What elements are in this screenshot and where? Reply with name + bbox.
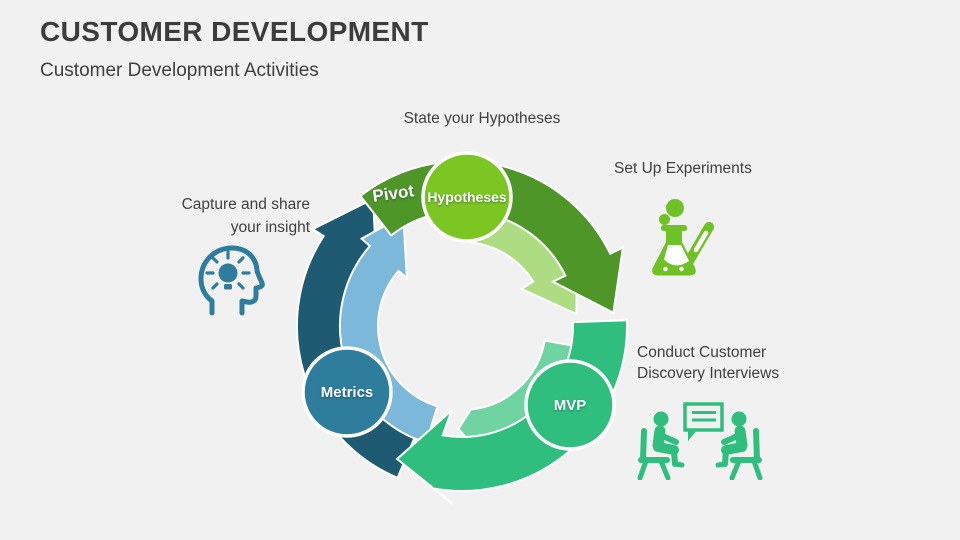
speech-bubble-icon (683, 402, 724, 441)
annotation-state-hypotheses: State your Hypotheses (403, 110, 561, 127)
seated-person-icon (715, 411, 763, 480)
page-subtitle: Customer Development Activities (40, 60, 319, 81)
node-hypotheses-label: Hypotheses (427, 189, 507, 205)
annotation-conduct-interviews: Conduct Customer Discovery Interviews (637, 342, 779, 384)
annotation-line: Capture and share (181, 196, 310, 213)
node-metrics-label: Metrics (321, 384, 374, 401)
annotation-line: Discovery Interviews (637, 365, 780, 382)
annotation-capture-insight: Capture and share your insight (150, 193, 310, 239)
node-mvp-label: MVP (554, 397, 587, 414)
node-hypotheses (421, 151, 513, 243)
annotation-line: Conduct Customer (637, 344, 767, 361)
lightbulb-rays (205, 250, 251, 290)
node-metrics (301, 346, 393, 438)
interview-icon (637, 402, 763, 480)
head-lightbulb-icon (198, 245, 265, 316)
seated-person-icon (637, 411, 685, 480)
node-mvp (524, 359, 616, 451)
annotation-set-up-experiments: Set Up Experiments (614, 160, 752, 177)
annotation-line: your insight (230, 219, 310, 236)
flask-icon (652, 199, 714, 276)
page-title: CUSTOMER DEVELOPMENT (40, 16, 429, 47)
